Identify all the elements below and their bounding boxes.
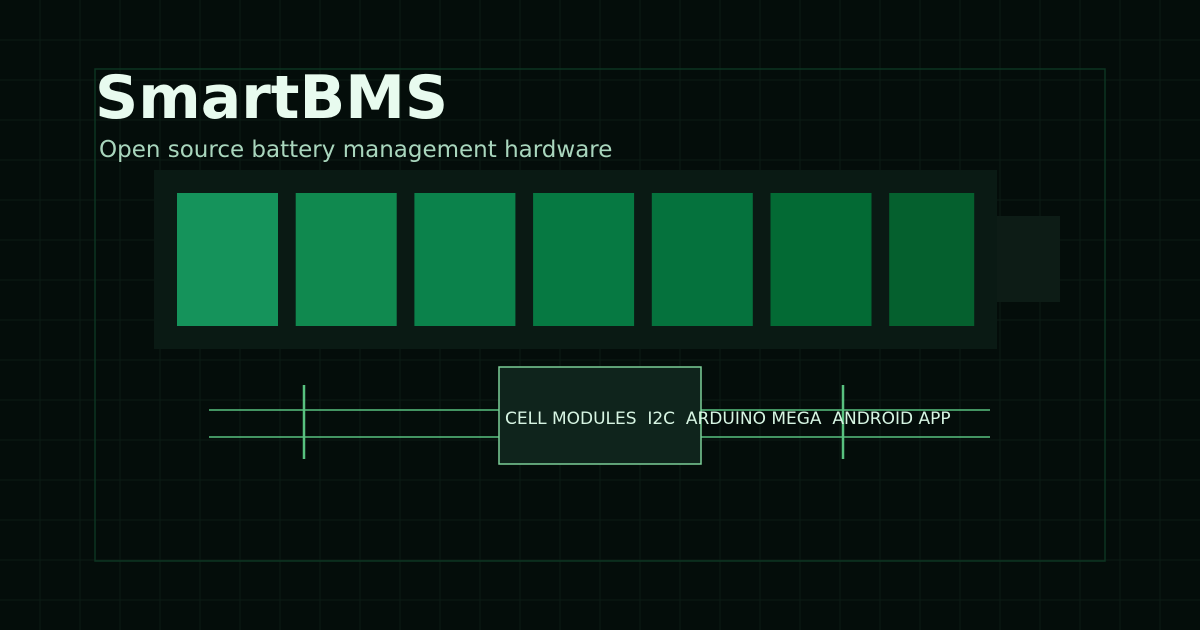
battery-cell [770, 193, 872, 326]
frame-border [94, 68, 1106, 562]
page-subtitle: Open source battery management hardware [99, 137, 612, 163]
battery-cell [533, 193, 635, 326]
battery-cell [177, 193, 278, 326]
battery-cell [295, 193, 397, 326]
battery-cell [889, 193, 975, 326]
diagram-label: CELL MODULES I2C ARDUINO MEGA ANDROID AP… [505, 409, 951, 429]
diagram-box [498, 366, 702, 465]
battery-cell [651, 193, 753, 326]
page-title: SmartBMS [95, 63, 448, 133]
battery-cells [177, 193, 975, 326]
battery-icon [154, 170, 1060, 349]
battery-cell [414, 193, 516, 326]
battery-terminal [997, 216, 1060, 302]
system-diagram: CELL MODULES I2C ARDUINO MEGA ANDROID AP… [209, 366, 990, 465]
